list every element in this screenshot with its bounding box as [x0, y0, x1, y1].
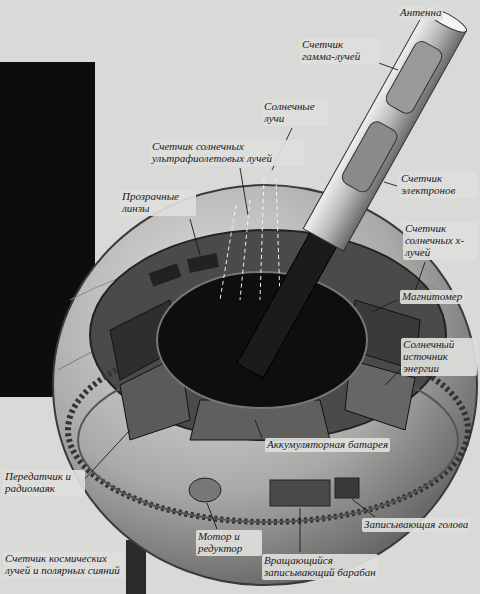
antenna-mast [237, 224, 341, 378]
sphere-shell [53, 185, 477, 585]
recording-drum [270, 480, 330, 506]
part-label: Мотор и редуктор [196, 530, 262, 556]
electron-counter [339, 119, 399, 195]
lens-block [149, 263, 182, 286]
motor [189, 478, 221, 502]
part-label: Передатчик и радиомаяк [3, 470, 85, 496]
part-label: Солнечный источник энергии [401, 338, 477, 376]
sun-ray-lines [220, 178, 280, 300]
part-label: Аккумуляторная батарея [265, 438, 390, 452]
part-label: Солнечные лучи [262, 100, 328, 126]
part-label: Счетчик гамма-лучей [300, 38, 380, 64]
part-label: Счетчик электронов [399, 172, 477, 198]
part-label: Антенна [398, 6, 443, 20]
lens-block [187, 253, 219, 273]
part-label: Счетчик солнечных ультрафиолетовых лучей [150, 140, 304, 166]
gamma-counter [383, 39, 444, 116]
part-label: Прозрачные линзы [120, 190, 196, 216]
part-label: Магнитомер [400, 290, 464, 304]
leader-lines [82, 62, 425, 552]
part-label: Счетчик солнечных х-лучей [403, 222, 477, 260]
recording-head [335, 478, 359, 498]
part-label: Вращающийся записывающий барабан [262, 554, 378, 580]
part-label: Счетчик космических лучей и полярных сия… [3, 552, 125, 578]
part-label: Записывающая голова [362, 518, 470, 532]
